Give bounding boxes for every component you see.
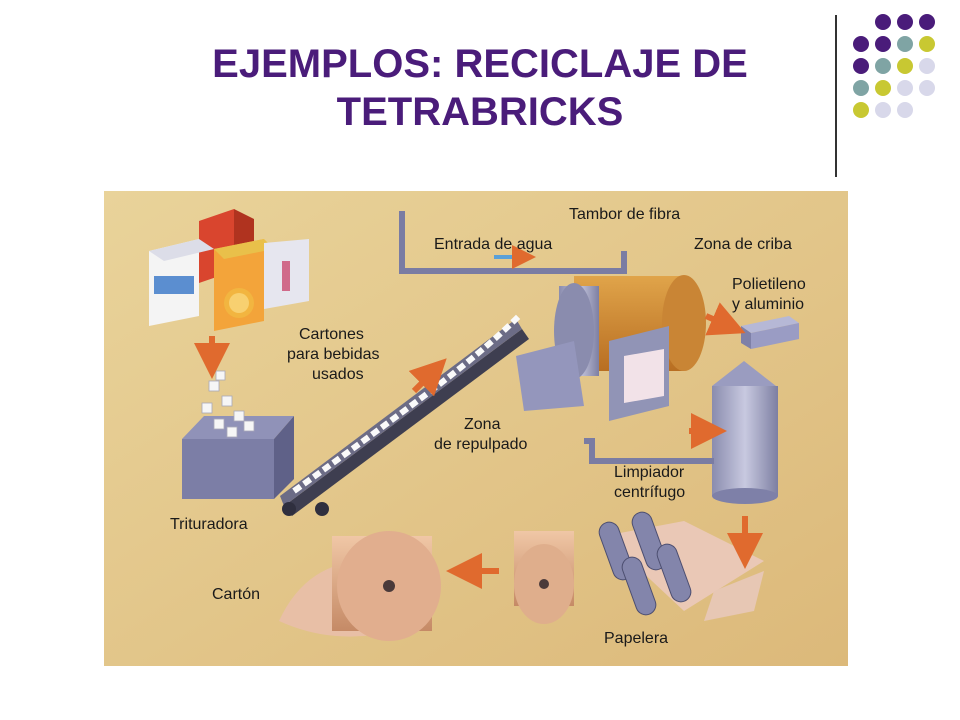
label-zona-2: de repulpado <box>434 436 528 453</box>
label-entrada: Entrada de agua <box>434 236 552 253</box>
beverage-cartons-icon <box>149 209 309 331</box>
label-cartones-2: para bebidas <box>287 346 380 363</box>
decorative-dot <box>897 58 913 74</box>
label-limpiador-2: centrífugo <box>614 484 685 501</box>
decorative-dot <box>875 58 891 74</box>
cardboard-roll-icon <box>279 531 441 641</box>
title-divider <box>835 15 837 177</box>
label-papelera: Papelera <box>604 630 668 647</box>
decorative-dot <box>897 36 913 52</box>
label-criba: Zona de criba <box>694 236 792 253</box>
label-tambor: Tambor de fibra <box>569 206 680 223</box>
decorative-dot <box>875 14 891 30</box>
paper-roll-small-icon <box>514 531 574 624</box>
decorative-dot <box>919 36 935 52</box>
shredder-icon <box>182 370 294 499</box>
decorative-dot <box>897 80 913 96</box>
decorative-dot <box>853 102 869 118</box>
label-cartones-1: Cartones <box>299 326 364 343</box>
recycling-process-illustration: Tambor de fibra Entrada de agua Zona de … <box>104 191 848 666</box>
label-limpiador-1: Limpiador <box>614 464 685 481</box>
decorative-dot <box>875 102 891 118</box>
paper-machine-icon <box>598 511 764 621</box>
slide-title: EJEMPLOS: RECICLAJE DE TETRABRICKS <box>130 40 830 136</box>
decorative-dot <box>853 80 869 96</box>
pulping-drum-icon <box>516 275 706 421</box>
decorative-dot <box>853 36 869 52</box>
label-carton: Cartón <box>212 586 260 603</box>
decorative-dot <box>875 36 891 52</box>
label-trituradora: Trituradora <box>170 516 248 533</box>
title-line-2: TETRABRICKS <box>336 90 624 134</box>
water-pipe <box>399 211 627 274</box>
label-polietileno-2: y aluminio <box>732 296 804 313</box>
decorative-dot <box>919 80 935 96</box>
decorative-dot <box>853 58 869 74</box>
title-line-1: EJEMPLOS: RECICLAJE DE <box>212 42 748 86</box>
label-cartones-3: usados <box>312 366 364 383</box>
process-arrows <box>194 302 763 589</box>
decorative-dot <box>919 14 935 30</box>
decorative-dot <box>875 80 891 96</box>
decorative-dot <box>897 102 913 118</box>
label-zona-1: Zona <box>464 416 501 433</box>
label-polietileno-1: Polietileno <box>732 276 806 293</box>
decorative-dot <box>919 58 935 74</box>
decorative-dot <box>897 14 913 30</box>
